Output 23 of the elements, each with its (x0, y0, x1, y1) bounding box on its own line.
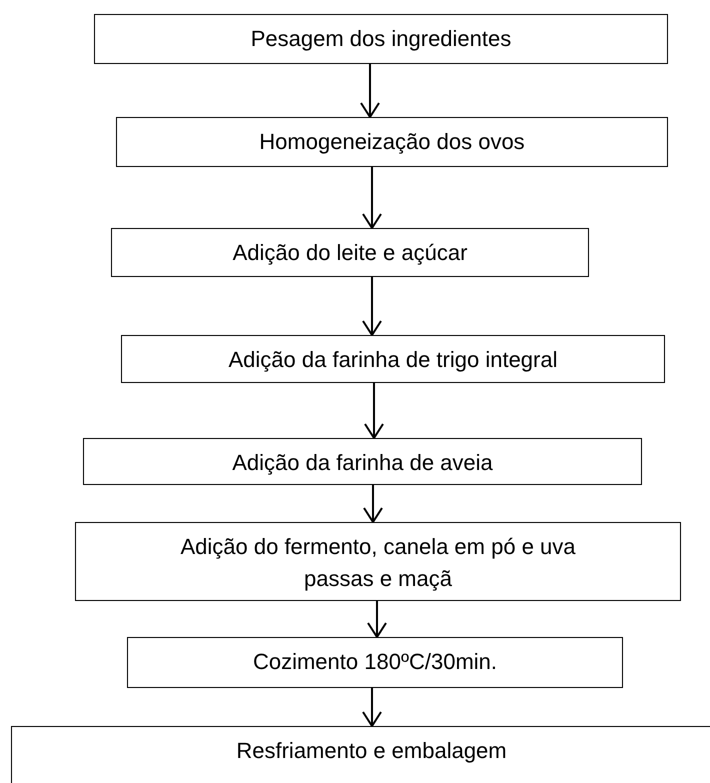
process-box (121, 335, 665, 383)
arrow (367, 601, 387, 638)
process-box (11, 726, 710, 783)
process-box (75, 522, 681, 601)
step-text: Resfriamento e embalagem (236, 737, 507, 765)
process-box (116, 117, 668, 167)
step-text: Adição da farinha de trigo integral (228, 346, 558, 374)
process-box (83, 438, 642, 485)
arrow (362, 688, 382, 727)
arrow (362, 277, 382, 336)
process-box (94, 14, 668, 64)
step-text: Pesagem dos ingredientes (250, 25, 512, 53)
step-text: Adição do leite e açúcar (232, 239, 468, 267)
step-text: Cozimento 180ºC/30min. (252, 648, 498, 676)
arrow (364, 383, 384, 439)
arrow (362, 167, 382, 229)
process-box (111, 228, 589, 277)
step-text: Adição da farinha de aveia (232, 449, 493, 477)
step-text: Homogeneização dos ovos (259, 128, 525, 156)
step-text: Adição do fermento, canela em pó e uva passas e maçã (179, 533, 577, 593)
arrow (363, 485, 383, 523)
process-box (127, 637, 623, 688)
arrow (360, 64, 380, 118)
